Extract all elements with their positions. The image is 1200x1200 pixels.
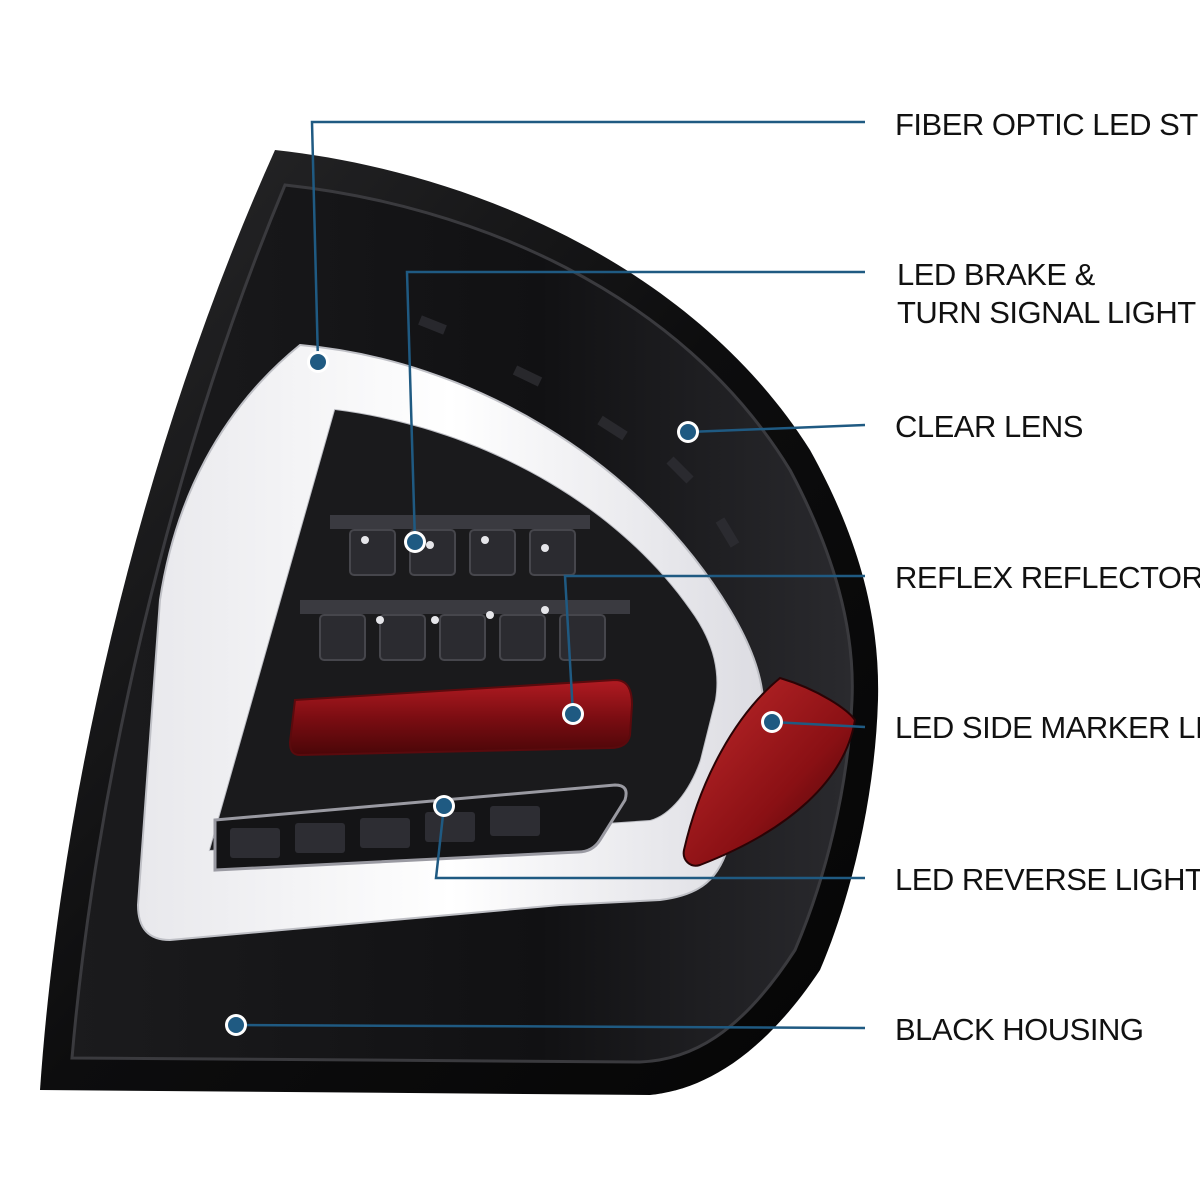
leader-reflex: [563, 574, 865, 715]
leader-side-marker: [771, 720, 866, 729]
leader-housing: [235, 1023, 866, 1030]
label-fiber-optic: FIBER OPTIC LED STRIP: [895, 107, 1200, 142]
leader-reverse: [434, 805, 865, 880]
leader-clear-lens: [687, 423, 866, 434]
label-reflex-reflector: REFLEX REFLECTOR: [895, 560, 1200, 595]
label-reverse: LED REVERSE LIGHT: [895, 862, 1200, 897]
marker-dot-brake-turn: [404, 531, 426, 553]
label-side-marker: LED SIDE MARKER LIGHT: [895, 710, 1200, 745]
label-clear-lens: CLEAR LENS: [895, 409, 1083, 444]
label-housing: BLACK HOUSING: [895, 1012, 1143, 1047]
leader-brake-turn: [405, 270, 865, 543]
lens-texture: [418, 315, 740, 548]
reverse-light-cells: [230, 806, 540, 858]
marker-dot-side-marker: [761, 711, 783, 733]
marker-dot-housing: [225, 1014, 247, 1036]
label-brake-turn-line1: LED BRAKE &: [897, 257, 1096, 292]
marker-dots: [225, 351, 783, 1036]
marker-dot-reverse: [433, 795, 455, 817]
reflex-reflector-shape: [288, 678, 634, 757]
marker-dot-fiber-optic: [307, 351, 329, 373]
callout-labels: FIBER OPTIC LED STRIP LED BRAKE & TURN S…: [895, 107, 1200, 1047]
marker-dot-reflex: [562, 703, 584, 725]
marker-dot-clear-lens: [677, 421, 699, 443]
leader-lines: [235, 120, 866, 1030]
led-rows: [300, 515, 630, 661]
label-brake-turn-line2: TURN SIGNAL LIGHT: [897, 295, 1196, 330]
leader-fiber-optic: [310, 120, 865, 363]
